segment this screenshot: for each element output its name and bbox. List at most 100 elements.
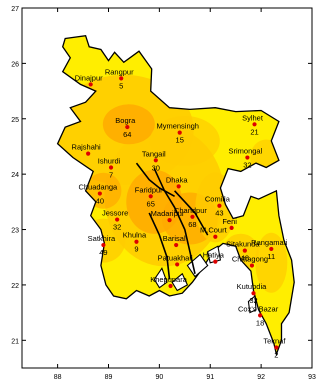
station-name: Feni: [222, 217, 237, 226]
station-name: Dhaka: [166, 175, 189, 184]
y-tick-label: 27: [11, 6, 19, 13]
station-marker: Madaripur: [151, 209, 185, 223]
station-dot: [148, 194, 153, 199]
station-marker: Comilla 43: [205, 195, 231, 218]
station-value: 21: [250, 127, 258, 136]
river-channel: [148, 212, 171, 280]
station-name: Khepupara: [150, 275, 188, 284]
station-dot: [134, 239, 139, 244]
station-name: Comilla: [205, 195, 231, 204]
station-dot: [153, 158, 158, 163]
x-tick-label: 90: [155, 374, 163, 381]
contour-zone: [149, 115, 220, 166]
station-name: Faridpur: [135, 185, 163, 194]
station-name: Chuadanga: [78, 183, 118, 192]
x-tick-label: 92: [257, 374, 265, 381]
station-dot: [108, 165, 114, 170]
station-marker: Faridpur 65: [135, 185, 163, 208]
y-tick-label: 21: [11, 338, 19, 345]
station-dot: [177, 130, 182, 135]
station-marker: Tangail 30: [142, 149, 166, 172]
river-channel: [153, 168, 196, 274]
station-dot: [269, 246, 274, 252]
station-name: Kutubdia: [237, 282, 267, 291]
station-dot: [217, 203, 222, 208]
station-name: Chittagong: [232, 255, 268, 264]
station-value: 65: [147, 199, 155, 208]
station-value: 32: [113, 223, 121, 232]
station-value: 11: [267, 252, 275, 261]
station-name: Bogra: [115, 116, 136, 125]
island-outline: [186, 253, 209, 278]
station-dot: [242, 248, 247, 253]
station-value: 30: [152, 163, 160, 172]
station-dot: [86, 151, 91, 156]
y-tick-label: 25: [11, 117, 19, 124]
station-dot: [125, 124, 130, 130]
station-name: Sylhet: [242, 113, 264, 122]
station-value: 43: [215, 209, 223, 218]
station-dot: [97, 191, 102, 196]
station-value: 18: [256, 318, 264, 327]
station-name: Madaripur: [151, 209, 185, 218]
station-name: Hatiya: [203, 251, 225, 260]
station-name: Tangail: [142, 149, 166, 158]
station-value: 2: [274, 351, 278, 360]
x-tick-label: 89: [105, 374, 113, 381]
station-name: Dinajpur: [75, 73, 103, 82]
river-channel: [174, 190, 209, 236]
station-marker: Kutubdia 32: [237, 282, 267, 305]
station-name: Rangamati: [251, 238, 288, 247]
station-marker: Chittagong: [232, 255, 268, 268]
station-name: Mymensingh: [156, 122, 199, 131]
station-name: Jessore: [102, 209, 128, 218]
station-marker: Hatiya: [203, 251, 225, 264]
stations: DinajpurRangpur5Bogra64Mymensingh15Sylhe…: [72, 67, 288, 359]
station-dot: [174, 242, 179, 248]
station-marker: Bogra 64: [115, 116, 136, 139]
station-value: 7: [109, 171, 113, 180]
station-dot: [258, 313, 263, 318]
station-dot: [213, 259, 218, 264]
station-dot: [190, 214, 195, 219]
station-name: Khulna: [123, 231, 147, 240]
station-name: Patuakhali: [158, 253, 193, 262]
station-name: Barisal: [163, 234, 186, 243]
station-value: 48: [241, 254, 249, 263]
island-outline: [171, 272, 189, 292]
land-area: [56, 34, 295, 357]
station-marker: Rangamati 11: [251, 238, 288, 261]
station-marker: Sylhet 21: [242, 113, 264, 136]
x-tick-label: 93: [308, 374, 316, 381]
station-marker: Chandpur 68: [174, 206, 207, 229]
station-marker: Khepupara: [150, 275, 188, 289]
station-value: 64: [123, 130, 131, 139]
station-marker: Rajshahi: [72, 143, 101, 156]
station-dot: [175, 262, 180, 267]
island-outline: [207, 245, 222, 264]
x-tick-label: 91: [206, 374, 214, 381]
station-dot: [249, 263, 255, 268]
station-dot: [251, 291, 256, 296]
contour-zone: [102, 104, 155, 145]
y-tick-label: 26: [11, 61, 19, 68]
station-value: 32: [249, 296, 257, 305]
station-dot: [245, 155, 250, 160]
station-value: 15: [176, 136, 184, 145]
island-outline: [153, 267, 168, 289]
map-frame: [21, 7, 313, 369]
station-dot: [115, 217, 120, 222]
station-name: Rangpur: [105, 67, 134, 76]
station-marker: Dhaka: [166, 175, 189, 189]
station-value: 68: [188, 220, 196, 229]
station-marker: Barisal: [163, 234, 186, 248]
station-name: Chandpur: [174, 206, 207, 215]
station-name: M.Court: [200, 226, 228, 235]
